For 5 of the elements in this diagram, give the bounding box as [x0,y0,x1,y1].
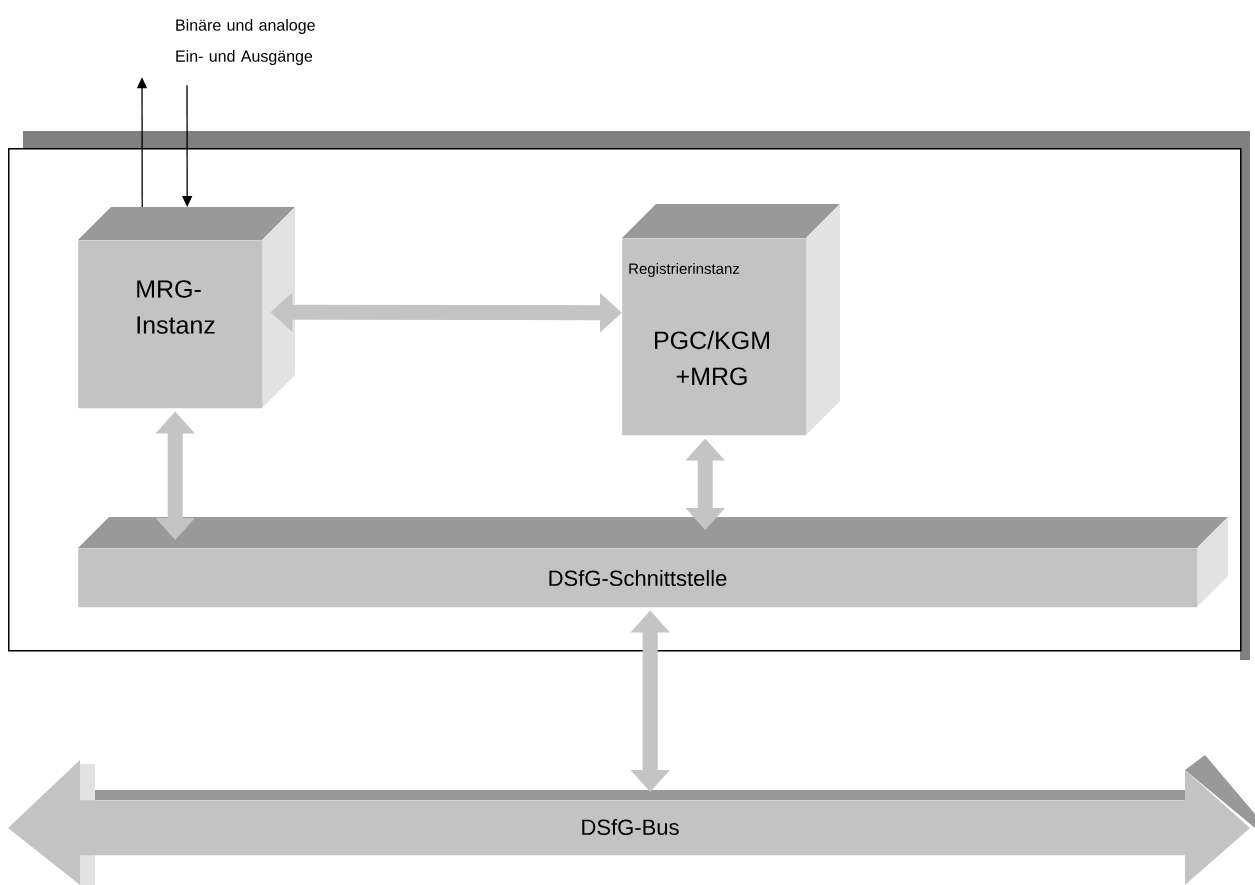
io-label: Binäre und analoge Ein- und Ausgänge [176,19,315,65]
arrow [182,84,193,207]
cube-box: Registrierinstanz PGC/KGM +MRG [622,204,840,436]
interface-bar: DSfG-Schnittstelle [78,517,1228,608]
cube-box: MRG- Instanz [78,207,295,409]
